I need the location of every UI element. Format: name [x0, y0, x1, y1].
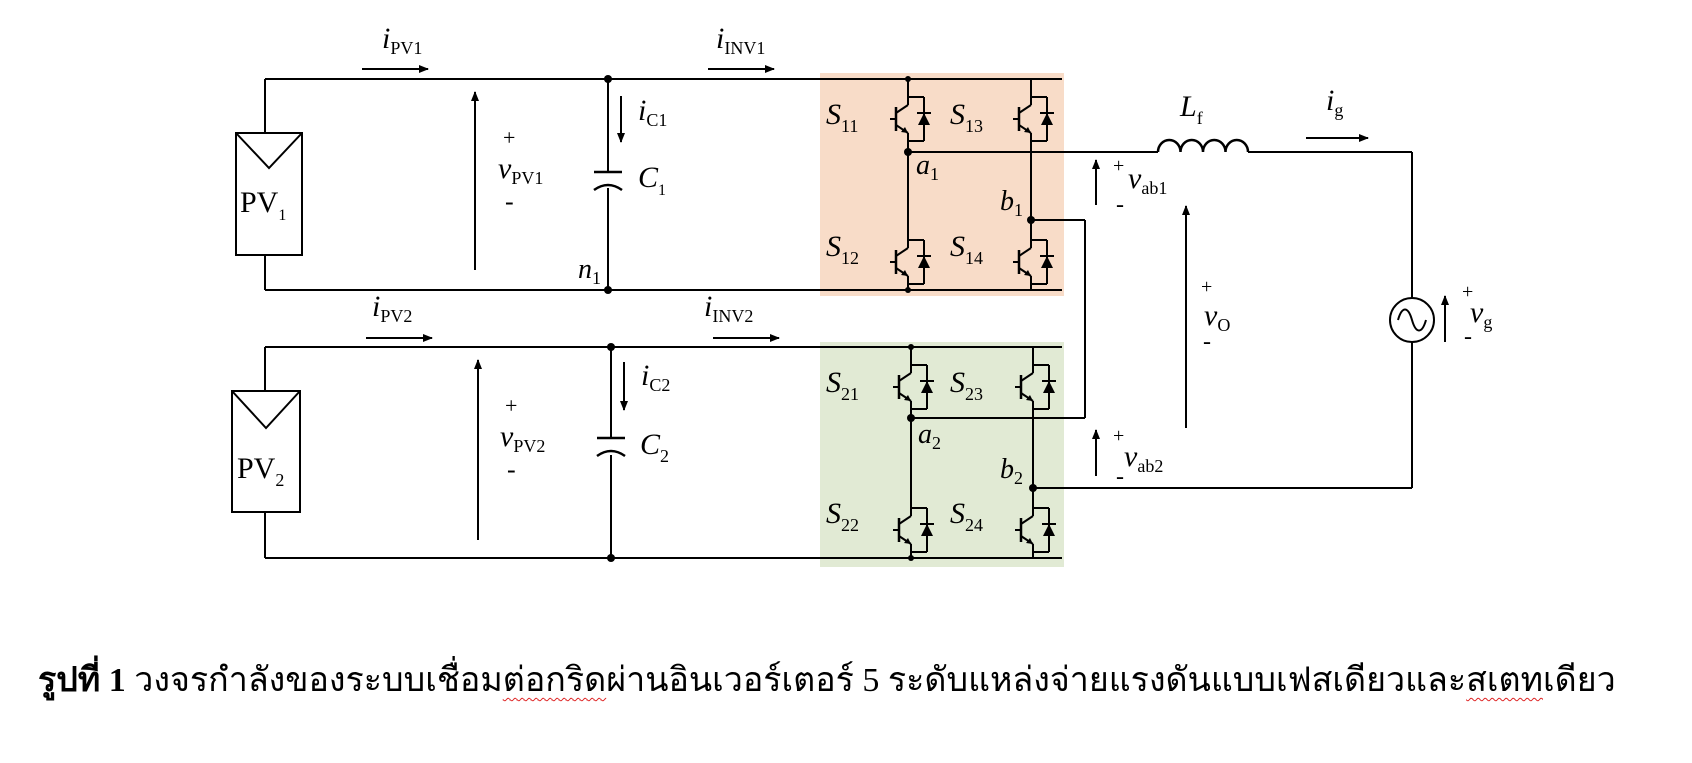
v-pv2-label: vPV2 [500, 420, 545, 456]
c1-label: C1 [638, 161, 666, 199]
pv2-label: PV2 [237, 452, 284, 490]
i-inv2-label: iINV2 [704, 290, 753, 326]
caption-text-2: ผ่านอินเวอร์เตอร์ 5 ระดับแหล่งจ่ายแรงดัน… [606, 662, 1467, 699]
v-ab2-plus: + [1113, 425, 1124, 447]
capacitor-c2 [596, 436, 626, 458]
v-pv2-plus: + [505, 393, 517, 418]
s23-label: S23 [950, 366, 983, 404]
node-dot [905, 287, 911, 293]
v-ab1-label: vab1 [1128, 162, 1167, 198]
upper-dc-wiring [264, 78, 1062, 291]
b2-label: b2 [1000, 454, 1023, 488]
a1-label: a1 [916, 150, 939, 184]
v-pv1-label: vPV1 [498, 152, 543, 188]
s24-label: S24 [950, 497, 983, 535]
lf-label: Lf [1179, 90, 1203, 128]
node-dot [908, 555, 914, 561]
node-dot [908, 344, 914, 350]
i-inv1-label: iINV1 [716, 22, 765, 58]
v-g-minus: - [1464, 324, 1472, 350]
capacitor-c1 [593, 170, 623, 192]
caption-spellcheck-word: ต่อกริด [502, 662, 607, 699]
v-ab1-minus: - [1116, 192, 1124, 218]
node-dot [607, 554, 615, 562]
node-dot [607, 343, 615, 351]
v-ab2-minus: - [1116, 464, 1124, 490]
v-ab2-label: vab2 [1124, 440, 1163, 476]
i-c2-label: iC2 [641, 359, 670, 395]
caption-prefix: รูปที่ 1 [38, 662, 126, 699]
v-ab1-plus: + [1113, 155, 1124, 177]
v-o-minus: - [1203, 329, 1211, 355]
node-dot [604, 286, 612, 294]
n1-label: n1 [578, 254, 601, 288]
pv1-module [235, 132, 303, 256]
v-g-label: vg [1470, 296, 1492, 332]
s21-label: S21 [826, 366, 859, 404]
v-pv1-minus: - [505, 187, 514, 216]
ac-grid-source [1389, 297, 1435, 343]
inductor-lf [1156, 138, 1250, 153]
caption-text-3: เดียว [1543, 662, 1616, 699]
pv1-label: PV1 [240, 186, 286, 224]
caption-text-1: วงจรกำลังของระบบเชื่อม [125, 662, 503, 699]
s12-label: S12 [826, 230, 859, 268]
s22-label: S22 [826, 497, 859, 535]
node-dot [604, 75, 612, 83]
node-dot [905, 76, 911, 82]
v-pv2-minus: - [507, 455, 516, 484]
i-c1-label: iC1 [638, 94, 667, 130]
s13-label: S13 [950, 98, 983, 136]
a2-label: a2 [918, 419, 941, 453]
ig-label: ig [1326, 84, 1343, 120]
i-pv1-label: iPV1 [382, 22, 422, 58]
s11-label: S11 [826, 98, 858, 136]
i-pv2-label: iPV2 [372, 290, 412, 326]
lower-dc-wiring [264, 346, 1062, 559]
figure-caption: รูปที่ 1 วงจรกำลังของระบบเชื่อมต่อกริดผ่… [38, 652, 1678, 706]
c2-label: C2 [640, 428, 669, 466]
b1-label: b1 [1000, 186, 1023, 220]
s14-label: S14 [950, 230, 983, 268]
pv2-module [231, 390, 301, 513]
caption-spellcheck-word: สเตท [1466, 662, 1543, 699]
ac-output-wiring [908, 151, 1413, 489]
v-o-label: vO [1204, 299, 1230, 335]
v-o-plus: + [1201, 276, 1212, 298]
v-pv1-plus: + [503, 125, 515, 150]
v-g-plus: + [1462, 281, 1473, 303]
